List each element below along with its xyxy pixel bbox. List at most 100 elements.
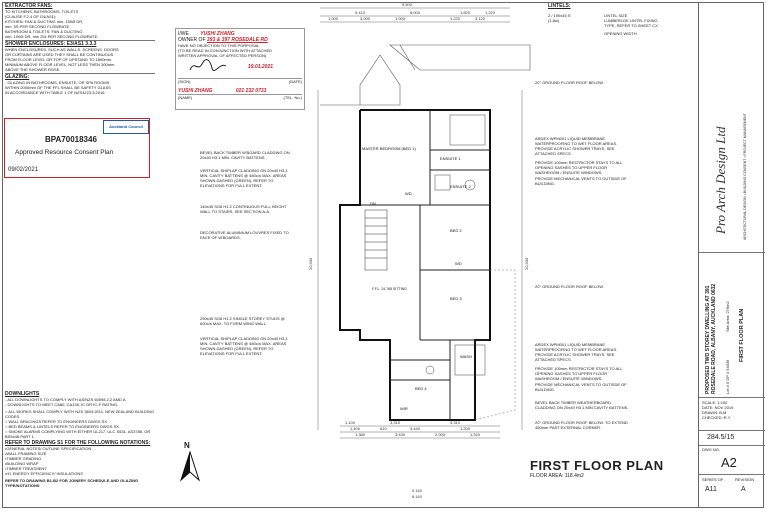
- dim-top-r2-1: 1,000: [328, 16, 339, 21]
- annotation-left: DECORATIVE ALUMINIUM LOUVRES FIXED TO FA…: [200, 230, 289, 240]
- general-note: ○ ALL WORKS SHALL COMPLY WITH NZS 3604:2…: [5, 409, 155, 419]
- checked-label: CHECKED: [702, 415, 722, 420]
- refer-item: •WALL FRAMING SIZE: [5, 451, 47, 456]
- consent-phone: 021 232 0733: [235, 88, 267, 94]
- general-note: ○ BED BEAMS & LINTELS REFER TO ENGINEERS…: [5, 424, 120, 429]
- dim-bot-r2-1: 1,400: [350, 426, 361, 431]
- refer-item: •TIMBER GRADING: [5, 456, 42, 461]
- annotation-left: VERTICAL SHIPLAP CLADDING ON 20x40 H3.1 …: [200, 168, 288, 188]
- shower-title: SHOWER ENCLOSURES: E3/AS1 3.3.3: [5, 41, 97, 47]
- dim-bot-r2-2: 610: [380, 426, 387, 431]
- lintel-spec: 2 / 190x45 S': [548, 13, 572, 18]
- scale-value: 1:100: [717, 400, 728, 405]
- dim-left-total: 20,900: [308, 257, 313, 270]
- consent-line: HAVE NO OBJECTION TO THIS PORPOSAL: [178, 43, 260, 48]
- extractor-line: min. 100Ø DR, min 25L PER SECOND FLOWRAT…: [5, 34, 99, 39]
- refer-item: •TIMBER TREATMENT: [5, 466, 47, 471]
- revision-value: A: [741, 486, 746, 493]
- dim-top-r2-4: 1,220: [450, 16, 461, 21]
- sheet-title: FIRST FLOOR PLAN: [739, 308, 745, 362]
- stamp-date: 09/02/2021: [8, 167, 39, 173]
- room-ensuite-2: ENSUITE 2: [450, 184, 471, 189]
- council-approval-stamp: BPA70018346 Auckland Council Approved Re…: [4, 118, 150, 178]
- interior-walls: [360, 110, 490, 420]
- dim-bot-r2-4: 1,200: [460, 426, 471, 431]
- plan-title: FIRST FLOOR PLAN: [530, 458, 664, 473]
- consent-address: 393 & 397 ROSEDALE RD: [206, 37, 268, 43]
- dim-top-total: 9,500: [402, 2, 413, 7]
- floor-area: FLOOR AREA: 118.4m2: [530, 473, 584, 479]
- room-wash: WASH: [460, 354, 472, 359]
- annotation-left: BEVEL BACK TIMBER W'BOARD CLADDING ON 20…: [200, 150, 290, 160]
- tel-label: (TEL. No.): [283, 95, 302, 100]
- dim-bot-1: 1,100: [345, 420, 356, 425]
- affected-person-consent-form: I/WE YUSHI ZHANG OWNER OF 393 & 397 ROSE…: [175, 28, 305, 110]
- lintel-title: LINTELS:: [548, 3, 571, 9]
- north-arrow-icon: [179, 450, 201, 482]
- lintel-legend-opening: OPENING WIDTH: [604, 31, 637, 36]
- consent-name-2: YUSHI ZHANG: [178, 88, 213, 94]
- lot-info: Lot # 5 DP # 54036: [725, 359, 730, 394]
- dim-top-r2-2: 3,000: [360, 16, 371, 21]
- extractor-line: KITCHEN: FAN & DUCTING min. 150Ø DR,: [5, 19, 84, 24]
- dim-right-total: 20,900: [524, 257, 529, 270]
- dim-bot-r3-4: 1,320: [470, 432, 481, 437]
- annotation-left: VERTICAL SHIPLAP CLADDING ON 20x40 H3.1 …: [200, 336, 288, 356]
- annotation-left: 140x45 SG8 H1.2 CONTINUOUS FULL HEIGHT W…: [200, 204, 287, 214]
- annotation-right: 20° GROUND FLOOR ROOF BELOW.: [535, 80, 604, 85]
- dim-bot-3: 3,310: [450, 420, 461, 425]
- consent-iwe: I/WE: [178, 31, 189, 37]
- dim-bot-r3-2: 3,430: [395, 432, 406, 437]
- dim-bottom-total-1: 5,160: [412, 488, 423, 493]
- room-master-bedroom: MASTER BEDROOM (BED 1): [362, 146, 416, 151]
- date-label-tb: DATE: [702, 405, 713, 410]
- dim-top-4: 1,220: [485, 10, 496, 15]
- dim-bottom-total-2: 8,160: [412, 494, 423, 499]
- dim-bot-2: 3,310: [390, 420, 401, 425]
- label-wir: WIR: [400, 406, 408, 411]
- dim-top-r2-5: 3,120: [475, 16, 486, 21]
- consent-owner-prefix: OWNER OF: [178, 37, 206, 43]
- glazing-line: - GLAZING IN BATHROOMS, ENSUITE, OR SPA …: [5, 80, 110, 85]
- notes-bottom: DOWNLIGHTS - ALL DOWNLIGHTS TO COMPLY WI…: [5, 391, 155, 489]
- notes-extractor: EXTRACTOR FANS: TO KITCHENS, BATHROOMS, …: [5, 4, 155, 95]
- annotation-right: PROVIDE MECHANICAL VENTS TO OUTSIDE OF B…: [535, 382, 627, 392]
- dim-bot-r3-1: 1,380: [355, 432, 366, 437]
- north-label: N: [184, 441, 190, 450]
- downlights-lines: - ALL DOWNLIGHTS TO COMPLY WITH AS/NZS 6…: [5, 397, 155, 407]
- annotation-right: PROVIDE MECHANICAL VENTS TO OUTSIDE OF B…: [535, 176, 627, 186]
- dwg-number: A2: [721, 455, 737, 470]
- title-block-meta: SCALE: 1:100 DATE: NOV 2019 DRAWN: B.M C…: [702, 400, 734, 420]
- joinery-note: REFER TO DRAWING B1-B2 FOR JOINERY SCHED…: [5, 478, 139, 488]
- label-wd-1: WD: [405, 191, 412, 196]
- site-area: Site Area: 276m2: [725, 301, 730, 332]
- label-wd-2: WD: [455, 261, 462, 266]
- downlights-title: DOWNLIGHTS: [5, 391, 40, 397]
- glazing-line: WITHIN 2000mm OF THE FFL SHALL BE SAFETY…: [5, 85, 111, 90]
- general-notes-list: ○ ALL WORKS SHALL COMPLY WITH NZS 3604:2…: [5, 409, 155, 439]
- glazing-lines: - GLAZING IN BATHROOMS, ENSUITE, OR SPA …: [5, 80, 155, 95]
- shower-line: FROM FLOOR LEVEL OR TOP OF UPSTAND TO 18…: [5, 57, 112, 62]
- shower-line: WHEN ENCLOSURES, SUCH AS WALLS, SCREENS,…: [5, 47, 119, 52]
- bathroom-fixtures: [425, 114, 486, 376]
- stairs: [364, 209, 388, 271]
- annotation-right: PROVIDE 100mm RESTRICTOR STAYS TO ALL OP…: [535, 160, 623, 175]
- room-ensuite-1: ENSUITE 1: [440, 156, 461, 161]
- room-bed-4: BED 4: [415, 386, 427, 391]
- refer-item: •H1 ENERGY EFFICIENCY/ INSULATIONS: [5, 471, 83, 476]
- shower-line: MINIMUM ABOVE FLOOR LEVEL, NOT LESS THEN…: [5, 62, 115, 67]
- consent-line: (TO BE READ IN CONJUNCTION WITH ATTACHED: [178, 48, 273, 53]
- refer-item: •GENERAL NOTES/ OUTLINE SPECIFICATION: [5, 446, 92, 451]
- company-name: Pro Arch Design Ltd: [713, 126, 728, 235]
- series-value: A11: [705, 486, 717, 493]
- refer-items: •GENERAL NOTES/ OUTLINE SPECIFICATION•WA…: [5, 446, 155, 476]
- drawn-label: DRAWN: [702, 410, 717, 415]
- consent-lines: HAVE NO OBJECTION TO THIS PORPOSAL(TO BE…: [178, 43, 302, 58]
- lintel-spec2: (1.8w): [548, 18, 560, 23]
- refer-title: REFER TO DRAWING S1 FOR THE FOLLOWING NO…: [5, 440, 151, 446]
- roof-below-bottom: [474, 269, 516, 421]
- annotation-right: ARDEX WPM001 LIQUID MEMBRANE WATERPROOFI…: [535, 342, 618, 362]
- exterior-walls: [339, 109, 491, 421]
- checked-value: R.Y: [723, 415, 731, 420]
